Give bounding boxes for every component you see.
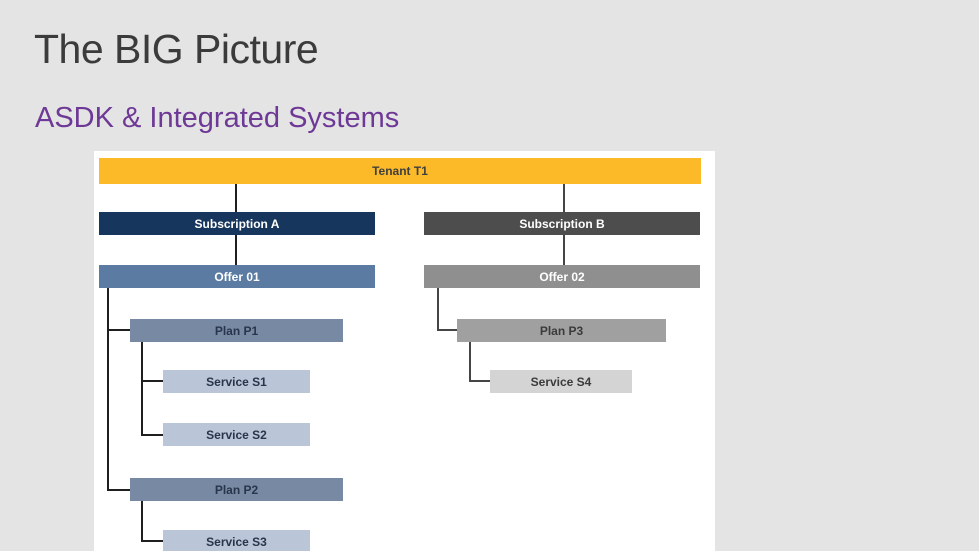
node-tenant-t1: Tenant T1 [99, 158, 701, 184]
node-plan-p2: Plan P2 [130, 478, 343, 501]
connector-line [141, 434, 163, 436]
connector-line [235, 235, 237, 265]
connector-line [437, 329, 457, 331]
node-subscription-a: Subscription A [99, 212, 375, 235]
connector-line [107, 288, 109, 491]
connector-line [437, 288, 439, 331]
node-service-s3: Service S3 [163, 530, 310, 551]
connector-line [141, 501, 143, 542]
node-service-s4: Service S4 [490, 370, 632, 393]
connector-line [107, 329, 130, 331]
node-offer-01: Offer 01 [99, 265, 375, 288]
node-plan-p3: Plan P3 [457, 319, 666, 342]
node-service-s2: Service S2 [163, 423, 310, 446]
connector-line [469, 380, 490, 382]
connector-line [469, 342, 471, 382]
page-title: The BIG Picture [34, 26, 319, 72]
node-subscription-b: Subscription B [424, 212, 700, 235]
connector-line [141, 380, 163, 382]
node-service-s1: Service S1 [163, 370, 310, 393]
connector-line [141, 342, 143, 436]
connector-line [141, 540, 163, 542]
page-subtitle: ASDK & Integrated Systems [35, 102, 400, 134]
node-plan-p1: Plan P1 [130, 319, 343, 342]
connector-line [235, 184, 237, 212]
connector-line [563, 235, 565, 265]
connector-line [563, 184, 565, 212]
node-offer-02: Offer 02 [424, 265, 700, 288]
connector-line [107, 489, 130, 491]
diagram-panel: Tenant T1 Subscription A Subscription B … [94, 151, 715, 551]
